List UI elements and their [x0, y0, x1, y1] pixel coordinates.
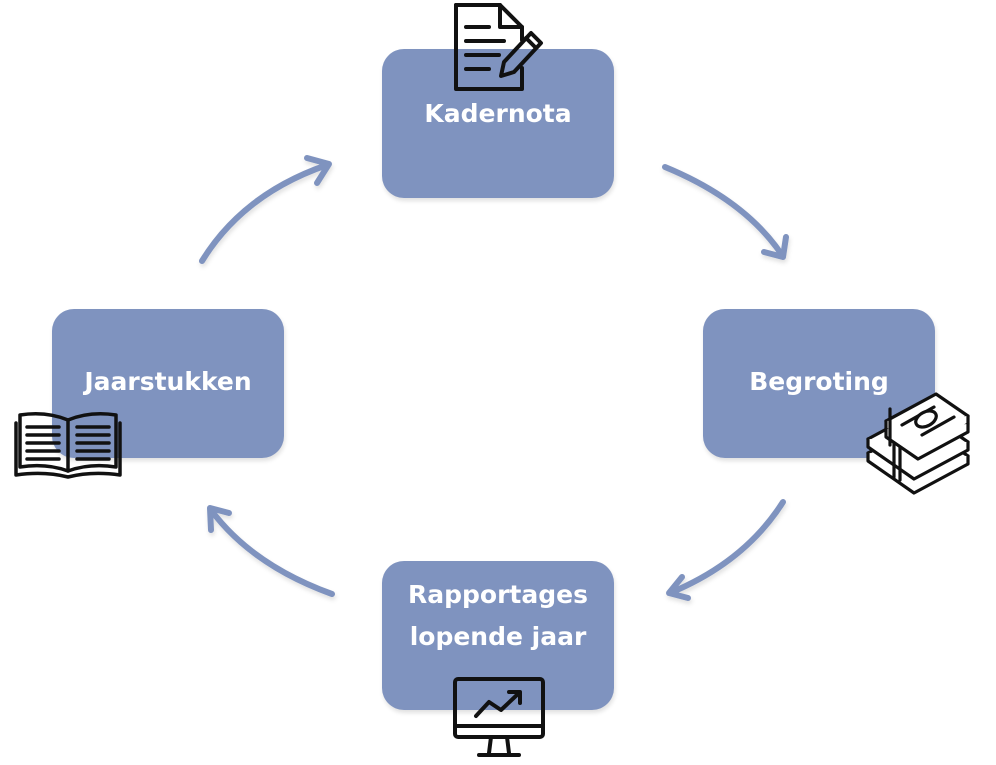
money-stack-icon — [866, 392, 970, 495]
node-label: Rapportages — [408, 579, 588, 609]
node-jaarstukken: Jaarstukken — [52, 309, 284, 458]
document-pen-icon — [454, 3, 543, 91]
node-kadernota: Kadernota — [382, 49, 614, 198]
node-label: lopende jaar — [409, 621, 587, 651]
arrow-rapportages-to-jaarstukken — [207, 505, 335, 597]
node-label: Begroting — [749, 367, 889, 396]
arrow-begroting-to-rapportages — [666, 499, 786, 601]
arrow-jaarstukken-to-kadernota — [199, 155, 332, 264]
monitor-chart-icon — [453, 677, 545, 757]
node-label: Kadernota — [424, 98, 572, 128]
node-label: Jaarstukken — [84, 367, 252, 396]
node-rapportages: Rapportages lopende jaar — [382, 561, 614, 710]
open-book-icon — [14, 412, 122, 479]
arrow-kadernota-to-begroting — [662, 164, 789, 260]
